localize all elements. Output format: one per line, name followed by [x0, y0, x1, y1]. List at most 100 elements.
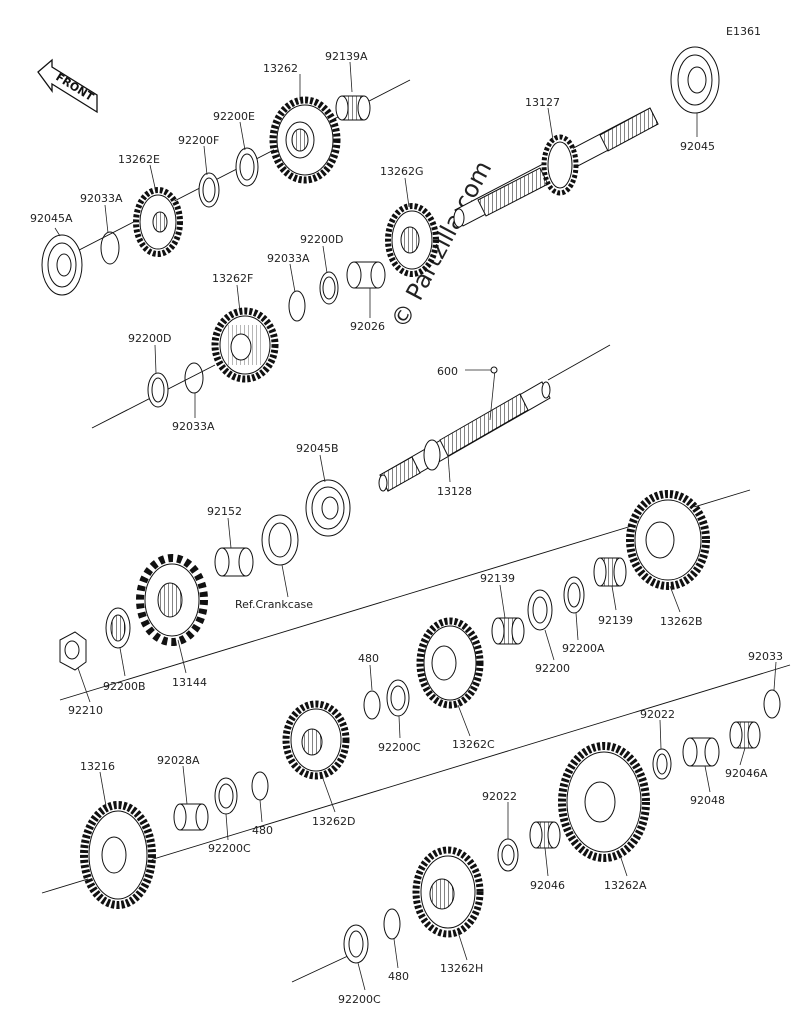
label-92200c-3[interactable]: 92200C — [338, 993, 381, 1006]
part-92045-bearing[interactable] — [670, 46, 720, 114]
part-92200c-washer-2[interactable] — [214, 777, 238, 815]
label-92139-2[interactable]: 92139 — [598, 614, 633, 627]
part-600-marker — [490, 366, 498, 374]
label-480-2[interactable]: 480 — [252, 824, 273, 837]
part-480-circlip-2[interactable] — [251, 771, 269, 801]
label-13262[interactable]: 13262 — [263, 62, 298, 75]
label-13127[interactable]: 13127 — [525, 96, 560, 109]
part-480-circlip-3[interactable] — [383, 908, 401, 940]
label-92200c-1[interactable]: 92200C — [378, 741, 421, 754]
part-92045a-bearing[interactable] — [41, 234, 83, 296]
label-92200a[interactable]: 92200A — [562, 642, 605, 655]
label-92033a-3[interactable]: 92033A — [172, 420, 215, 433]
part-92033a-circlip-1[interactable] — [100, 231, 120, 265]
label-92139a[interactable]: 92139A — [325, 50, 368, 63]
part-13127-drive-shaft[interactable] — [453, 107, 659, 228]
label-92045b[interactable]: 92045B — [296, 442, 339, 455]
part-92046-needle-bearing[interactable] — [529, 821, 561, 849]
label-13262f[interactable]: 13262F — [212, 272, 253, 285]
part-92210-nut[interactable] — [59, 631, 87, 671]
label-92210[interactable]: 92210 — [68, 704, 103, 717]
label-92200e[interactable]: 92200E — [213, 110, 255, 123]
part-13262h-gear[interactable] — [412, 846, 484, 938]
label-92028a[interactable]: 92028A — [157, 754, 200, 767]
label-13262d[interactable]: 13262D — [312, 815, 355, 828]
label-13262h[interactable]: 13262H — [440, 962, 483, 975]
diagram-code: E1361 — [726, 25, 761, 38]
part-92022-washer-2[interactable] — [497, 838, 519, 872]
ref-crankcase-note: Ref.Crankcase — [235, 598, 313, 611]
part-92022-washer-1[interactable] — [652, 748, 672, 780]
part-92200a-washer[interactable] — [563, 576, 585, 614]
part-92048-collar[interactable] — [682, 737, 720, 767]
leader-lines — [54, 61, 777, 991]
label-480-3[interactable]: 480 — [388, 970, 409, 983]
label-13262e[interactable]: 13262E — [118, 153, 160, 166]
part-92200c-washer-1[interactable] — [386, 679, 410, 717]
part-480-circlip-1[interactable] — [363, 690, 381, 720]
label-92046a[interactable]: 92046A — [725, 767, 768, 780]
part-92046a-needle-bearing[interactable] — [729, 721, 761, 749]
label-92026[interactable]: 92026 — [350, 320, 385, 333]
part-92033a-circlip-2[interactable] — [288, 290, 306, 322]
label-92200c-2[interactable]: 92200C — [208, 842, 251, 855]
label-13262b[interactable]: 13262B — [660, 615, 703, 628]
label-92022-1[interactable]: 92022 — [640, 708, 675, 721]
label-92048[interactable]: 92048 — [690, 794, 725, 807]
label-92200d-2[interactable]: 92200D — [128, 332, 171, 345]
label-92033a-2[interactable]: 92033A — [267, 252, 310, 265]
label-92045[interactable]: 92045 — [680, 140, 715, 153]
part-92200f-washer[interactable] — [198, 172, 220, 208]
part-92200d-washer-1[interactable] — [319, 271, 339, 305]
label-480-1[interactable]: 480 — [358, 652, 379, 665]
label-92046[interactable]: 92046 — [530, 879, 565, 892]
part-13262a-gear[interactable] — [558, 742, 650, 862]
label-600[interactable]: 600 — [437, 365, 458, 378]
part-13128-output-shaft[interactable] — [378, 381, 551, 492]
part-92026-collar[interactable] — [346, 261, 386, 289]
label-92200d-1[interactable]: 92200D — [300, 233, 343, 246]
label-92200[interactable]: 92200 — [535, 662, 570, 675]
part-92200c-washer-3[interactable] — [343, 924, 369, 964]
label-92200b[interactable]: 92200B — [103, 680, 146, 693]
front-arrow-icon: FRONT — [37, 58, 98, 114]
label-92022-2[interactable]: 92022 — [482, 790, 517, 803]
label-92033a-1[interactable]: 92033A — [80, 192, 123, 205]
label-13216[interactable]: 13216 — [80, 760, 115, 773]
part-13262g-gear[interactable] — [385, 203, 439, 277]
part-13262f-gear[interactable] — [211, 307, 279, 383]
label-13128[interactable]: 13128 — [437, 485, 472, 498]
part-92033-circlip[interactable] — [763, 689, 781, 719]
label-92033[interactable]: 92033 — [748, 650, 783, 663]
part-oil-seal-ref-crankcase[interactable] — [261, 514, 299, 566]
axis-line-bottom — [41, 664, 791, 894]
label-13262g[interactable]: 13262G — [380, 165, 424, 178]
part-13262-gear[interactable] — [269, 96, 341, 184]
part-92033a-circlip-3[interactable] — [184, 362, 204, 394]
part-92200b-washer[interactable] — [105, 607, 131, 649]
part-13262b-gear[interactable] — [626, 490, 710, 590]
part-92200d-washer-2[interactable] — [147, 372, 169, 408]
part-92028a-collar[interactable] — [173, 803, 209, 831]
part-92139-bearing-2[interactable] — [593, 557, 627, 587]
part-13262c-gear[interactable] — [416, 617, 484, 709]
label-13262c[interactable]: 13262C — [452, 738, 495, 751]
label-92152[interactable]: 92152 — [207, 505, 242, 518]
part-92139-bearing-1[interactable] — [491, 617, 525, 645]
part-92139a-needle-bearing[interactable] — [335, 95, 371, 121]
label-92200f[interactable]: 92200F — [178, 134, 219, 147]
part-13262e-gear[interactable] — [133, 187, 183, 257]
label-13144[interactable]: 13144 — [172, 676, 207, 689]
axis-line-bottom-tail — [291, 954, 351, 983]
part-92045b-bearing[interactable] — [305, 479, 351, 537]
part-13262d-gear[interactable] — [282, 700, 350, 780]
part-92200e-washer[interactable] — [235, 147, 259, 187]
part-92200-washer[interactable] — [527, 589, 553, 631]
label-13262a[interactable]: 13262A — [604, 879, 647, 892]
part-13144-sprocket[interactable] — [136, 554, 208, 646]
part-13216-gear[interactable] — [80, 801, 156, 909]
label-92045a[interactable]: 92045A — [30, 212, 73, 225]
label-92139-1[interactable]: 92139 — [480, 572, 515, 585]
part-92152-collar[interactable] — [214, 547, 254, 577]
